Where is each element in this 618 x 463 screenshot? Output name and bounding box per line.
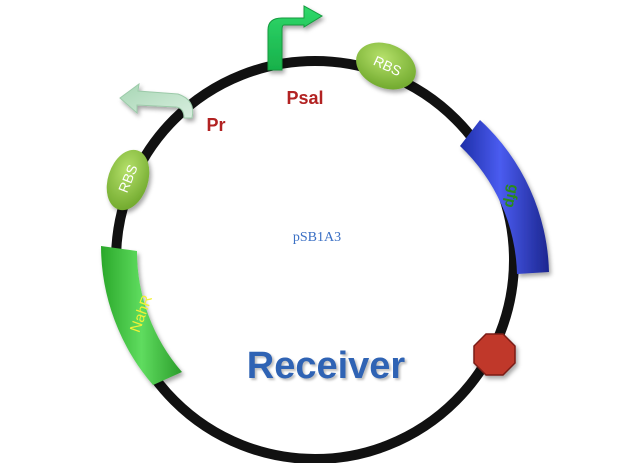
plasmid-name: pSB1A3 bbox=[293, 230, 341, 245]
psal-label: Psal bbox=[286, 88, 323, 108]
rbs-left bbox=[106, 149, 150, 211]
nahr-gene bbox=[101, 246, 182, 385]
gfp-label: gfp bbox=[501, 183, 522, 209]
plasmid-backbone bbox=[111, 56, 519, 463]
rbs-top bbox=[356, 42, 416, 90]
pr-label: Pr bbox=[206, 115, 225, 135]
diagram-title: Receiver bbox=[247, 345, 406, 387]
terminator-octagon bbox=[473, 333, 516, 376]
psal-promoter-arrow bbox=[267, 5, 323, 71]
pr-promoter-arrow bbox=[119, 82, 194, 119]
gfp-gene bbox=[460, 120, 549, 274]
